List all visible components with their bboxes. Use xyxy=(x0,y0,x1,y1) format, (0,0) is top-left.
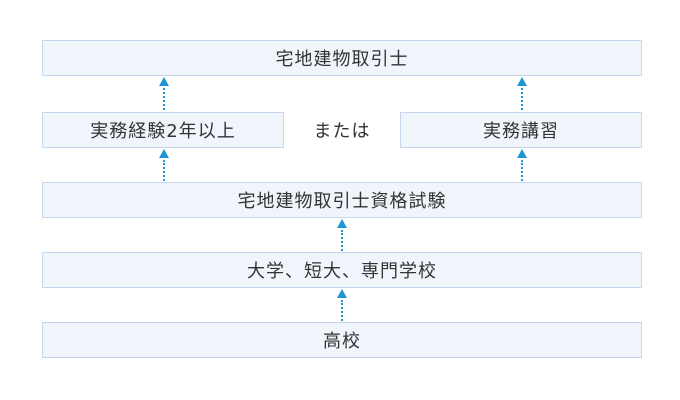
goal-box-label: 宅地建物取引士 xyxy=(275,49,409,70)
goal-box-takken-shi: 宅地建物取引士 xyxy=(42,40,642,76)
arrow-stem xyxy=(521,160,523,181)
arrow-up-right-middle xyxy=(516,149,528,181)
arrow-head xyxy=(159,149,169,158)
highschool-box: 高校 xyxy=(42,322,642,358)
arrow-stem xyxy=(163,88,165,110)
arrow-head xyxy=(159,77,169,86)
experience-box: 実務経験2年以上 xyxy=(42,112,284,148)
arrow-head xyxy=(337,289,347,298)
or-label-text: または xyxy=(313,121,371,142)
arrow-up-center-school xyxy=(336,289,348,321)
school-box-label: 大学、短大、専門学校 xyxy=(247,261,437,282)
arrow-stem xyxy=(163,160,165,181)
arrow-stem xyxy=(521,88,523,110)
exam-box: 宅地建物取引士資格試験 xyxy=(42,182,642,218)
arrow-head xyxy=(517,77,527,86)
arrow-head xyxy=(337,219,347,228)
arrow-up-left-middle xyxy=(158,149,170,181)
arrow-stem xyxy=(341,230,343,251)
training-box-label: 実務講習 xyxy=(483,121,559,142)
arrow-up-left-top xyxy=(158,77,170,110)
arrow-up-right-top xyxy=(516,77,528,110)
arrow-head xyxy=(517,149,527,158)
highschool-box-label: 高校 xyxy=(323,331,361,352)
or-label: または xyxy=(284,112,400,148)
training-box: 実務講習 xyxy=(400,112,642,148)
exam-box-label: 宅地建物取引士資格試験 xyxy=(237,191,447,212)
arrow-stem xyxy=(341,300,343,321)
arrow-up-center-exam xyxy=(336,219,348,251)
school-box: 大学、短大、専門学校 xyxy=(42,252,642,288)
experience-box-label: 実務経験2年以上 xyxy=(90,121,236,142)
